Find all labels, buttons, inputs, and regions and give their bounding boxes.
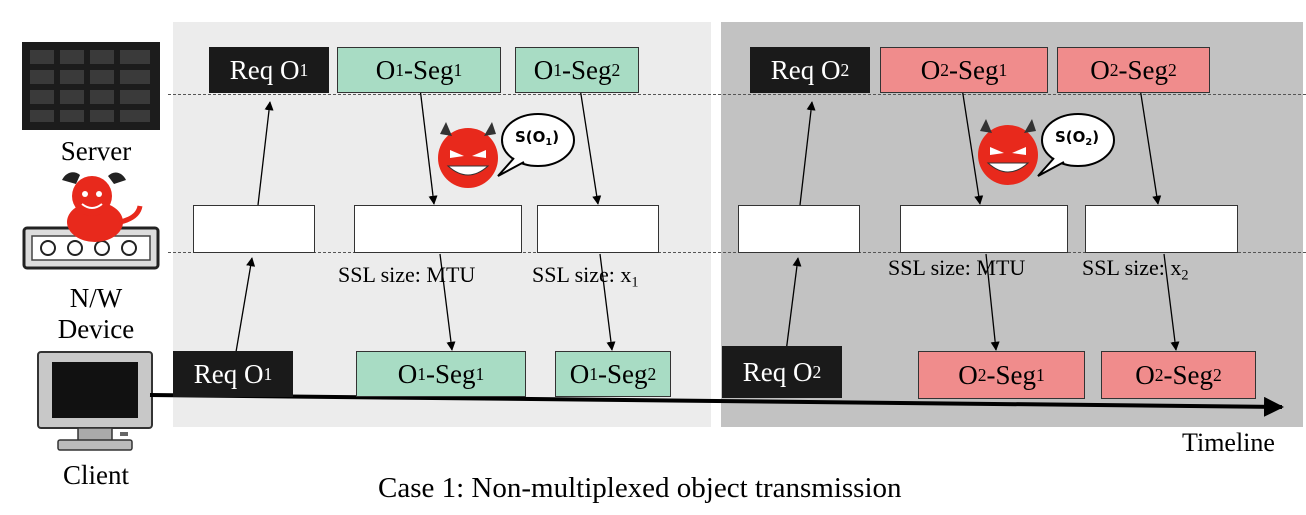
p2-ssl-size-label-1: SSL size: MTU [888,255,1026,280]
p2-ssl-record-2 [1085,205,1238,253]
device-label-line2: Device [57,314,135,344]
p2-ssl-record-1 [900,205,1068,253]
device-lane-line [168,252,1306,253]
timeline-axis [149,393,1284,417]
devil-face-icon [978,119,1038,185]
p2-ssl-size-label-2: SSL size: x2 [1082,255,1189,284]
speech-bubble-1 [497,113,575,177]
speech-bubble-2 [1037,113,1115,177]
device-label-line1: N/W [69,283,123,313]
p1-ssl-record-2 [537,205,659,253]
arrow-p1-seg2-down1 [579,87,602,205]
arrow-p2-seg1-down2 [985,253,1000,351]
arrow-p1-req-up1 [235,257,256,353]
server-lane-line [168,94,1306,95]
devil-face-icon [438,122,498,188]
arrow-p2-seg2-down1 [1139,87,1162,205]
arrow-p2-seg2-down2 [1163,253,1180,351]
arrow-p1-seg1-down1 [419,87,438,205]
arrow-p1-req-up2 [257,101,274,206]
p2-ssl-record-request [738,205,860,253]
arrow-p1-seg1-down2 [439,253,456,351]
arrow-p2-seg1-down1 [961,87,984,205]
arrow-p2-req-up1 [785,257,802,353]
arrow-p1-seg2-down2 [599,253,616,351]
client-label: Client [63,460,129,490]
attacker-devil-icon [62,172,143,242]
server-label: Server [60,136,132,166]
client-monitor-icon [37,351,153,451]
bubble-text-1: S(O1) [515,128,560,148]
bubble-text-2: S(O2) [1055,128,1100,148]
p1-ssl-size-label-2: SSL size: x1 [532,262,639,291]
figure-caption: Case 1: Non-multiplexed object transmiss… [378,472,902,504]
timeline-label: Timeline [1182,428,1275,457]
p1-ssl-size-label-1: SSL size: MTU [338,262,476,287]
arrow-p2-req-up2 [799,101,816,206]
p1-ssl-record-request [193,205,315,253]
actor-icons [22,42,160,451]
server-rack-icon [22,42,160,130]
p1-ssl-record-1 [354,205,522,253]
